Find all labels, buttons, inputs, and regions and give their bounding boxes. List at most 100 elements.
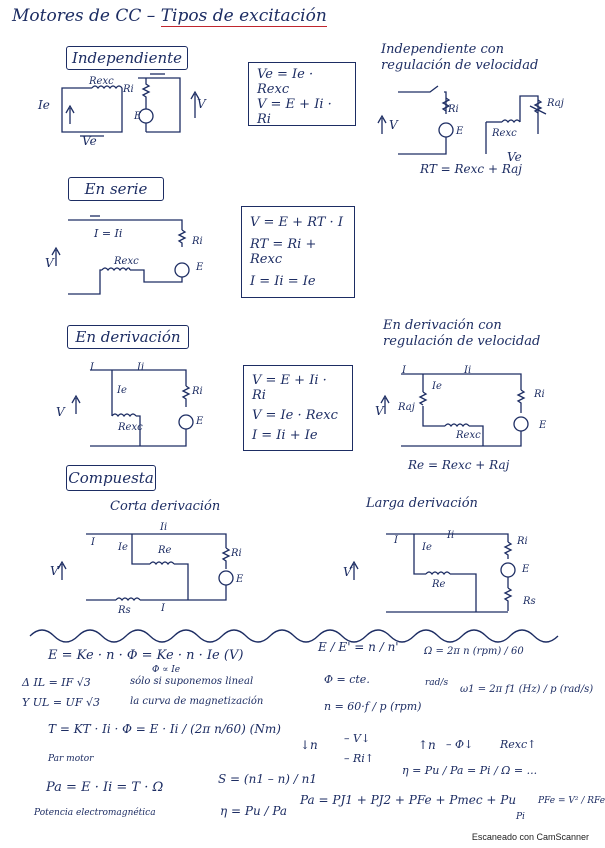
corta-ie: Ie — [118, 542, 128, 553]
formula-wye: Y UL = UF √3 — [22, 696, 100, 709]
formula-f2: E / E' = n / n' — [318, 640, 399, 654]
eq-deriv-3: I = Ii + Ie — [252, 428, 318, 444]
formula-f5-note: Par motor — [48, 754, 94, 764]
eq-serie-2: RT = Ri + Rexc — [250, 236, 317, 267]
dreg-raj: Raj — [398, 402, 415, 413]
formula-f3a: Ω = 2π n (rpm) / 60 — [424, 646, 524, 657]
eq-serie-1: V = E + RT · I — [250, 214, 343, 230]
label-v: V — [197, 97, 206, 111]
formula-f4: n = 60·f / p (rpm) — [324, 700, 422, 713]
section-label-serie: En serie — [68, 177, 164, 201]
circuit-larga — [349, 533, 516, 613]
indreg-raj: Raj — [547, 98, 564, 109]
formula-eta2: η = Pu / Pa — [220, 804, 288, 818]
circuit-indep-reg — [377, 85, 547, 155]
label-ve: Ve — [82, 134, 97, 148]
indreg-rexc: Rexc — [492, 128, 517, 139]
corta-title: Corta derivación — [110, 499, 221, 514]
label-rexc: Rexc — [89, 76, 114, 87]
larga-ie: Ie — [422, 542, 432, 553]
reg2-a: ↑n — [418, 738, 436, 752]
page-title: Motores de CC – Tipos de excitación — [12, 6, 327, 27]
deriv-ii: Ii — [137, 362, 145, 373]
corta-re: Re — [158, 545, 172, 556]
wavy-divider — [29, 629, 559, 643]
formula-f2b: Φ = cte. — [324, 673, 370, 686]
deriv-ie: Ie — [117, 385, 127, 396]
dreg-formula: Re = Rexc + Raj — [408, 458, 510, 472]
dreg-i: I — [402, 365, 406, 376]
serie-rexc: Rexc — [114, 256, 139, 267]
deriv-e: E — [196, 416, 204, 427]
note-2: la curva de magnetización — [130, 696, 264, 707]
formula-f1-note: Φ ∝ Ie — [152, 665, 181, 675]
indep-reg-title-2: regulación de velocidad — [381, 58, 539, 73]
circuit-independiente — [61, 73, 200, 137]
larga-rs: Rs — [523, 596, 536, 607]
dreg-ii: Ii — [464, 365, 472, 376]
formula-eta: η = Pu / Pa = Pi / Ω = ... — [402, 764, 538, 777]
title-main: Motores de CC – — [12, 6, 156, 26]
scanner-watermark: Escaneado con CamScanner — [471, 832, 589, 842]
equations-independiente: Ve = Ie · Rexc V = E + Ii · Ri — [248, 62, 356, 127]
formula-f1: E = Ke · n · Φ = Ke · n · Ie (V) — [48, 648, 244, 663]
serie-current: I = Ii — [94, 227, 123, 240]
formula-pfe: PFe = V² / RFe — [538, 796, 605, 806]
corta-e: E — [236, 574, 244, 585]
section-label-independiente: Independiente — [66, 46, 188, 70]
larga-v: V — [343, 565, 352, 579]
indreg-v: V — [389, 118, 398, 132]
eq-deriv-1: V = E + Ii · Ri — [252, 372, 327, 403]
note-1: sólo si suponemos lineal — [130, 676, 254, 687]
circuit-deriv-reg — [380, 373, 529, 447]
corta-i: I — [91, 537, 95, 548]
dreg-rexc: Rexc — [456, 430, 481, 441]
eq-deriv-2: V = Ie · Rexc — [252, 407, 338, 423]
serie-v: V — [45, 256, 54, 270]
deriv-reg-title-2: regulación de velocidad — [383, 334, 541, 349]
deriv-ri: Ri — [192, 386, 203, 397]
larga-ii: Ii — [447, 530, 455, 541]
dreg-ri: Ri — [534, 389, 545, 400]
corta-ii: Ii — [160, 522, 168, 533]
corta-v: V — [50, 564, 59, 578]
serie-ri: Ri — [192, 236, 203, 247]
deriv-v: V — [56, 405, 65, 419]
dreg-e: E — [539, 420, 547, 431]
reg1-c: – Ri↑ — [344, 752, 375, 765]
deriv-i: I — [90, 362, 94, 373]
label-e: E — [134, 111, 142, 122]
larga-re: Re — [432, 579, 446, 590]
label-ri: Ri — [123, 84, 134, 95]
formula-f3b: ω1 = 2π f1 (Hz) / p (rad/s) — [460, 684, 594, 695]
formula-pa: Pa = PJ1 + PJ2 + PFe + Pmec + Pu — [300, 793, 517, 807]
indep-reg-title-1: Independiente con — [381, 42, 504, 57]
indreg-ri: Ri — [448, 104, 459, 115]
deriv-rexc: Rexc — [118, 422, 143, 433]
formula-slip: S = (n1 – n) / n1 — [218, 772, 318, 786]
formula-f3a-unit: rad/s — [425, 678, 449, 688]
deriv-reg-title-1: En derivación con — [383, 318, 502, 333]
equations-derivacion: V = E + Ii · Ri V = Ie · Rexc I = Ii + I… — [243, 365, 353, 451]
larga-title: Larga derivación — [366, 496, 478, 511]
larga-i: I — [394, 535, 398, 546]
label-ie: Ie — [38, 98, 50, 112]
eq-ind-2: V = E + Ii · Ri — [257, 97, 332, 127]
serie-e: E — [196, 262, 204, 273]
circuit-corta — [57, 533, 234, 602]
reg2-b: – Φ↓ — [446, 738, 474, 751]
eq-ind-1: Ve = Ie · Rexc — [257, 67, 314, 97]
section-label-derivacion: En derivación — [67, 325, 189, 349]
title-sub: Tipos de excitación — [160, 6, 327, 27]
formula-pi: Pi — [516, 812, 525, 822]
indreg-formula: RT = Rexc + Raj — [420, 162, 523, 176]
section-label-compuesta: Compuesta — [66, 465, 156, 491]
corta-ri: Ri — [231, 548, 242, 559]
equations-serie: V = E + RT · I RT = Ri + Rexc I = Ii = I… — [241, 206, 355, 298]
circuit-serie — [51, 215, 190, 295]
formula-f6-note: Potencia electromagnética — [34, 808, 156, 818]
dreg-v: V — [375, 404, 384, 418]
formula-delta: Δ IL = IF √3 — [22, 676, 91, 689]
circuit-derivacion — [71, 369, 194, 447]
corta-i2: I — [161, 603, 165, 614]
